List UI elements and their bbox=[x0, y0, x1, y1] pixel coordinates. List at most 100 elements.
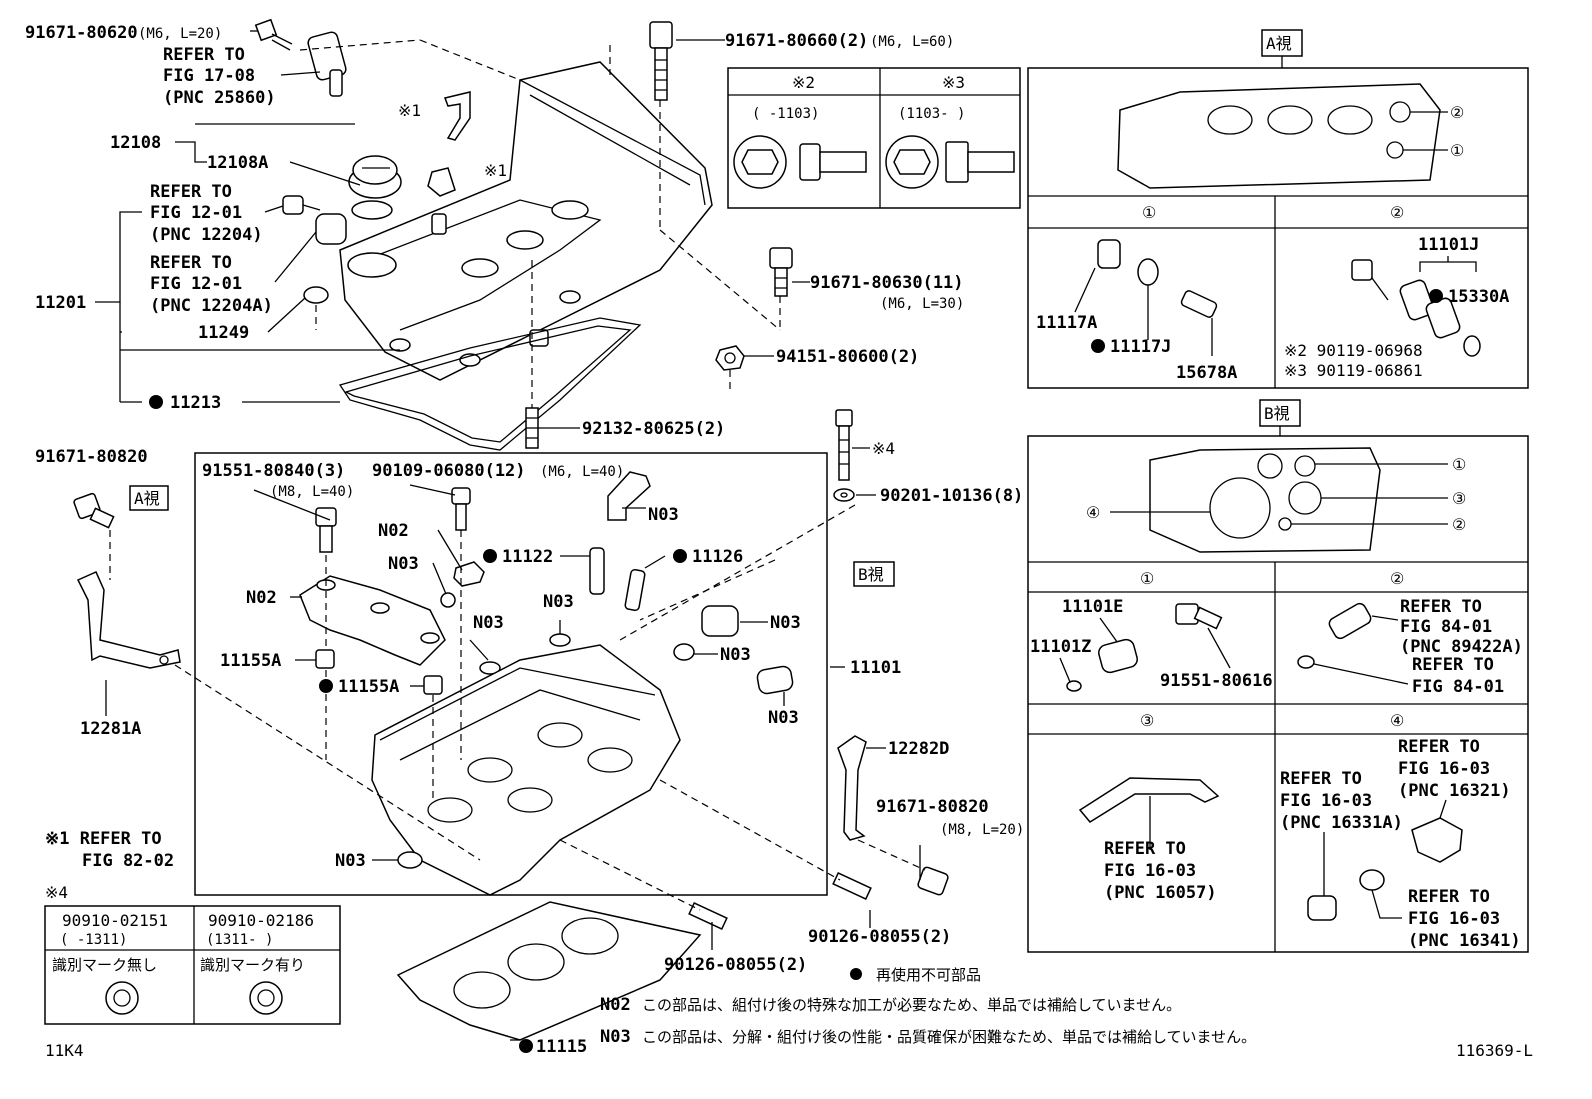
label-refer-84-01-a1: REFER TO bbox=[1400, 597, 1482, 617]
footer-right: 116369-L bbox=[1456, 1041, 1533, 1060]
label-90119-06861: ※3 90119-06861 bbox=[1284, 361, 1423, 380]
legend-n03-code: N03 bbox=[600, 1027, 631, 1047]
non-reusable-dot bbox=[483, 549, 497, 563]
view-b-sec4: ④ bbox=[1390, 711, 1404, 730]
label-refer-16-03-b1: REFER TO bbox=[1398, 737, 1480, 757]
label-view-a-small: A視 bbox=[134, 489, 160, 508]
bolt-91671-80820-left bbox=[73, 492, 115, 529]
label-refer-12-01-a3: (PNC 12204) bbox=[150, 225, 263, 245]
label-90109-06080-spec: (M6, L=40) bbox=[540, 464, 624, 480]
label-90201-10136: 90201-10136(8) bbox=[880, 486, 1023, 506]
note4-table: ※4 90910-02151 ( -1311) 識別マーク無し 90910-02… bbox=[44, 883, 341, 1025]
label-91671-80820-b: 91671-80820 bbox=[876, 797, 989, 817]
view-b-tag bbox=[853, 561, 895, 587]
label-11115: 11115 bbox=[536, 1037, 587, 1057]
label-refer-16-03-c3: (PNC 16331A) bbox=[1280, 813, 1403, 833]
label-refer-16-03-d3: (PNC 16341) bbox=[1408, 931, 1521, 951]
view-b-panel: B視 ① ③ ② ④ ① ② 11101E 11101Z 91551-80616 bbox=[1027, 399, 1529, 953]
stud-92132-80625 bbox=[525, 407, 539, 449]
bolt-table-h1: ※2 bbox=[792, 73, 815, 92]
view-a-title: A視 bbox=[1266, 34, 1292, 53]
bolt-91671-80820-right bbox=[917, 866, 949, 896]
non-reusable-dot bbox=[1429, 289, 1443, 303]
label-91551-80616: 91551-80616 bbox=[1160, 671, 1273, 691]
washer-90201-10136 bbox=[833, 488, 855, 502]
tubes bbox=[479, 471, 794, 695]
view-a-sec2: ② bbox=[1390, 203, 1404, 222]
label-91551-80840-spec: (M8, L=40) bbox=[270, 484, 354, 500]
legend-dot bbox=[850, 968, 862, 980]
view-b-c4: ④ bbox=[1086, 503, 1100, 522]
label-refer-12-01-b1: REFER TO bbox=[150, 253, 232, 273]
label-91671-80620-spec: (M6, L=20) bbox=[138, 26, 222, 42]
head-gasket bbox=[396, 901, 702, 1041]
oil-filler-cap bbox=[348, 155, 402, 220]
non-reusable-dot bbox=[319, 679, 333, 693]
label-91671-80630: 91671-80630(11) bbox=[810, 273, 964, 293]
label-11249: 11249 bbox=[198, 323, 249, 343]
label-90119-06968: ※2 90119-06968 bbox=[1284, 341, 1423, 360]
view-b-c1: ① bbox=[1452, 455, 1466, 474]
label-12108A: 12108A bbox=[207, 153, 268, 173]
label-n03-e: N03 bbox=[770, 613, 801, 633]
footer-left: 11K4 bbox=[45, 1041, 84, 1060]
label-n02-a: N02 bbox=[378, 521, 409, 541]
bolt-table-h2: ※3 bbox=[942, 73, 965, 92]
bolt-table-r2: (1103- ) bbox=[898, 106, 965, 122]
label-note1-a: ※1 bbox=[398, 101, 421, 120]
legend-dot-text: 再使用不可部品 bbox=[876, 966, 981, 984]
label-note1-b: ※1 bbox=[484, 161, 507, 180]
label-refer-16-03-a3: (PNC 16057) bbox=[1104, 883, 1217, 903]
label-12281A: 12281A bbox=[80, 719, 141, 739]
label-11101: 11101 bbox=[850, 658, 901, 678]
label-91671-80820-a: 91671-80820 bbox=[35, 447, 148, 467]
view-a-c1: ① bbox=[1450, 141, 1464, 160]
view-a-c2: ② bbox=[1450, 103, 1464, 122]
label-92132-80625: 92132-80625(2) bbox=[582, 419, 725, 439]
label-note1-refer-b: FIG 82-02 bbox=[82, 851, 174, 871]
label-11122: 11122 bbox=[502, 547, 553, 567]
label-11117J: 11117J bbox=[1110, 337, 1171, 357]
label-n03-g: N03 bbox=[768, 708, 799, 728]
view-a-panel: A視 ② ① ① ② 11117A 11117J 15678A 11101J bbox=[1027, 29, 1529, 389]
view-b-sec2: ② bbox=[1390, 569, 1404, 588]
leader-lines bbox=[95, 30, 926, 1041]
label-11213: 11213 bbox=[170, 393, 221, 413]
label-note4-mark: ※4 bbox=[872, 439, 895, 458]
bolt-variant-table: ※2 ※3 ( -1103) (1103- ) bbox=[727, 67, 1021, 209]
bracket-12282D bbox=[837, 735, 867, 841]
note4-col1-mark: 識別マーク無し bbox=[52, 956, 157, 974]
label-11155A-a: 11155A bbox=[220, 651, 281, 671]
label-refer-12-01-b3: (PNC 12204A) bbox=[150, 296, 273, 316]
label-refer-16-03-b2: FIG 16-03 bbox=[1398, 759, 1490, 779]
bolt-91671-80620 bbox=[254, 18, 293, 51]
nut-94151-80600 bbox=[715, 345, 745, 371]
studs-90126-08055 bbox=[688, 871, 872, 931]
label-refer-84-01-a2: FIG 84-01 bbox=[1400, 617, 1492, 637]
labels-main: 91671-80620 (M6, L=20) REFER TO FIG 17-0… bbox=[25, 23, 1024, 1057]
label-refer-12-01-a2: FIG 12-01 bbox=[150, 203, 242, 223]
bearing-cap-n02 bbox=[299, 561, 485, 666]
non-reusable-dot bbox=[519, 1039, 533, 1053]
label-91671-80660-spec: (M6, L=60) bbox=[870, 34, 954, 50]
view-b-c2: ② bbox=[1452, 515, 1466, 534]
note4-col2-part: 90910-02186 bbox=[208, 911, 314, 930]
cylinder-head-body bbox=[371, 644, 681, 896]
label-n02-b: N02 bbox=[246, 588, 277, 608]
label-15330A: 15330A bbox=[1448, 287, 1509, 307]
note4-col1-part: 90910-02151 bbox=[62, 911, 168, 930]
label-94151-80600: 94151-80600(2) bbox=[776, 347, 919, 367]
label-refer-16-03-d2: FIG 16-03 bbox=[1408, 909, 1500, 929]
label-90126-08055-a: 90126-08055(2) bbox=[808, 927, 951, 947]
bolt-91671-80630 bbox=[769, 247, 793, 297]
note4-col2-mark: 識別マーク有り bbox=[200, 956, 305, 974]
label-91551-80840: 91551-80840(3) bbox=[202, 461, 345, 481]
legend: 11K4 116369-L 再使用不可部品 N02 この部品は、組付け後の特殊な… bbox=[45, 966, 1533, 1060]
label-11126: 11126 bbox=[692, 547, 743, 567]
legend-n03-text: この部品は、分解・組付け後の性能・品質確保が困難なため、単品では補給していません… bbox=[642, 1028, 1256, 1046]
legend-n02-text: この部品は、組付け後の特殊な加工が必要なため、単品では補給していません。 bbox=[642, 996, 1181, 1014]
label-refer-12-01-a1: REFER TO bbox=[150, 182, 232, 202]
label-12108: 12108 bbox=[110, 133, 161, 153]
seals-11155A bbox=[315, 649, 443, 695]
